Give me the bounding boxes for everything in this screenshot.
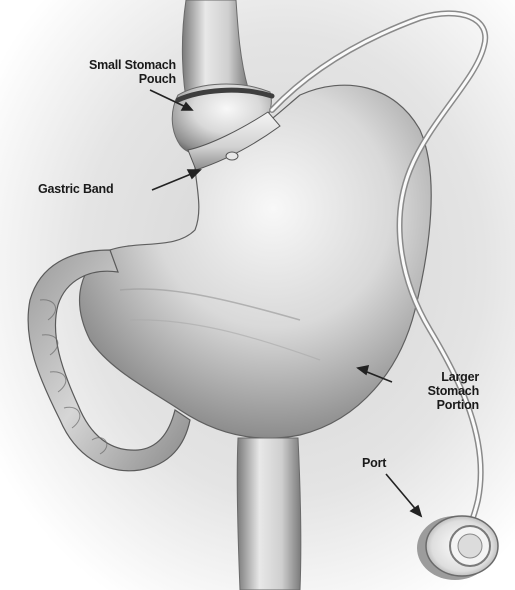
gastric-band-label: Gastric Band xyxy=(38,182,113,196)
band-buckle xyxy=(226,152,238,160)
larger-stomach-portion-label: Larger Stomach Portion xyxy=(393,370,479,412)
lower-intestine xyxy=(237,438,301,590)
small-stomach-pouch-label-line2: Pouch xyxy=(44,72,176,86)
port-label: Port xyxy=(362,456,386,470)
larger-stomach-portion-label-line1: Larger xyxy=(393,370,479,384)
small-stomach-pouch-label: Small Stomach Pouch xyxy=(44,58,176,86)
small-stomach-pouch-label-line1: Small Stomach xyxy=(44,58,176,72)
larger-stomach-portion-label-line3: Portion xyxy=(393,398,479,412)
larger-stomach-portion-label-line2: Stomach xyxy=(393,384,479,398)
